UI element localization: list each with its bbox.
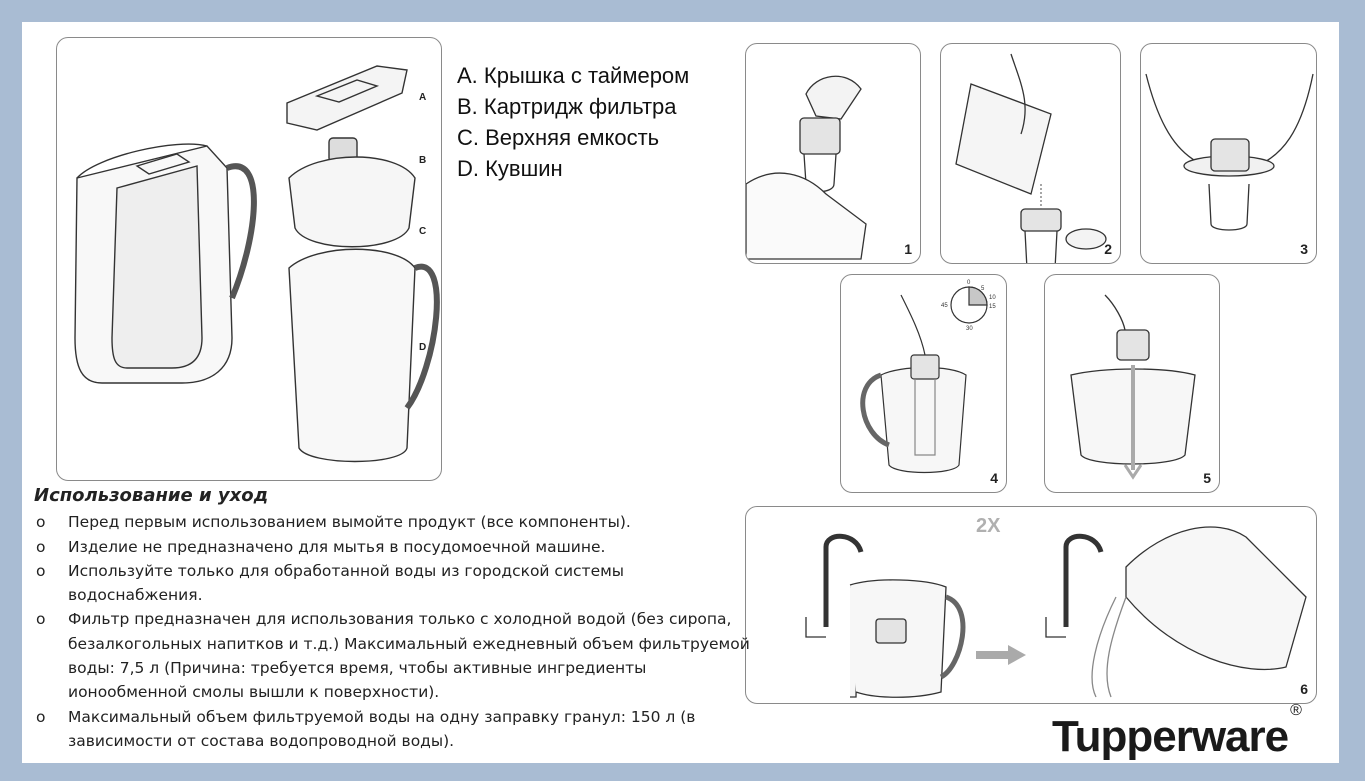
parts-legend: A. Крышка с таймером B. Картридж фильтра…	[457, 60, 689, 184]
instruction-sheet: A B C D A. Крышка с таймером B. Картридж…	[22, 22, 1339, 763]
timer-label-5: 5	[981, 286, 985, 292]
insert-cartridge-timer-illustration: 0 5 10 15 30 45	[860, 280, 996, 474]
label-c: C	[419, 226, 426, 237]
legend-a: A. Крышка с таймером	[457, 63, 690, 88]
step-2-panel: 2	[940, 43, 1121, 264]
logo-text: Tupperware	[1052, 712, 1289, 761]
label-a: A	[419, 92, 426, 103]
fill-granules-illustration	[955, 53, 1107, 263]
legend-b: B. Картридж фильтра	[457, 94, 677, 119]
timer-label-10: 10	[989, 295, 996, 301]
label-b: B	[419, 155, 426, 166]
tupperware-logo: Tupperware®	[1052, 702, 1302, 762]
close-cartridge-illustration	[1145, 73, 1314, 231]
product-diagram-panel: A B C D	[56, 37, 442, 481]
bullet-marker: o	[36, 610, 46, 629]
flush-filter-illustration	[805, 526, 1307, 698]
step-number-4: 4	[990, 470, 998, 486]
step-3-panel: 3	[1140, 43, 1317, 264]
place-cartridge-illustration	[1070, 294, 1196, 480]
timer-label-0: 0	[967, 280, 971, 286]
step-number-6: 6	[1300, 681, 1308, 697]
pitcher-exploded-diagram: A B C D	[74, 65, 440, 463]
step-1-panel: 1	[745, 43, 921, 264]
step-number-1: 1	[904, 241, 912, 257]
step-number-3: 3	[1300, 241, 1308, 257]
timer-label-30: 30	[966, 326, 973, 332]
step-number-2: 2	[1104, 241, 1112, 257]
care-title: Использование и уход	[34, 485, 269, 506]
bullet-marker: o	[36, 513, 46, 532]
soak-cartridge-illustration	[746, 75, 867, 260]
bullet-marker: o	[36, 707, 46, 726]
legend-c: C. Верхняя емкость	[457, 125, 660, 150]
label-d: D	[419, 342, 426, 353]
step-4-panel: 0 5 10 15 30 45 4	[840, 274, 1007, 493]
registered-mark: ®	[1290, 702, 1302, 720]
timer-label-15: 15	[989, 304, 996, 310]
step-number-5: 5	[1203, 470, 1211, 486]
timer-label-45: 45	[941, 303, 948, 309]
bullet-marker: o	[36, 561, 46, 580]
step-6-panel: 2X 6	[745, 506, 1317, 704]
repeat-twice-label: 2X	[976, 515, 1001, 537]
bullet-marker: o	[36, 537, 46, 556]
step-5-panel: 5	[1044, 274, 1220, 493]
legend-d: D. Кувшин	[457, 156, 563, 181]
